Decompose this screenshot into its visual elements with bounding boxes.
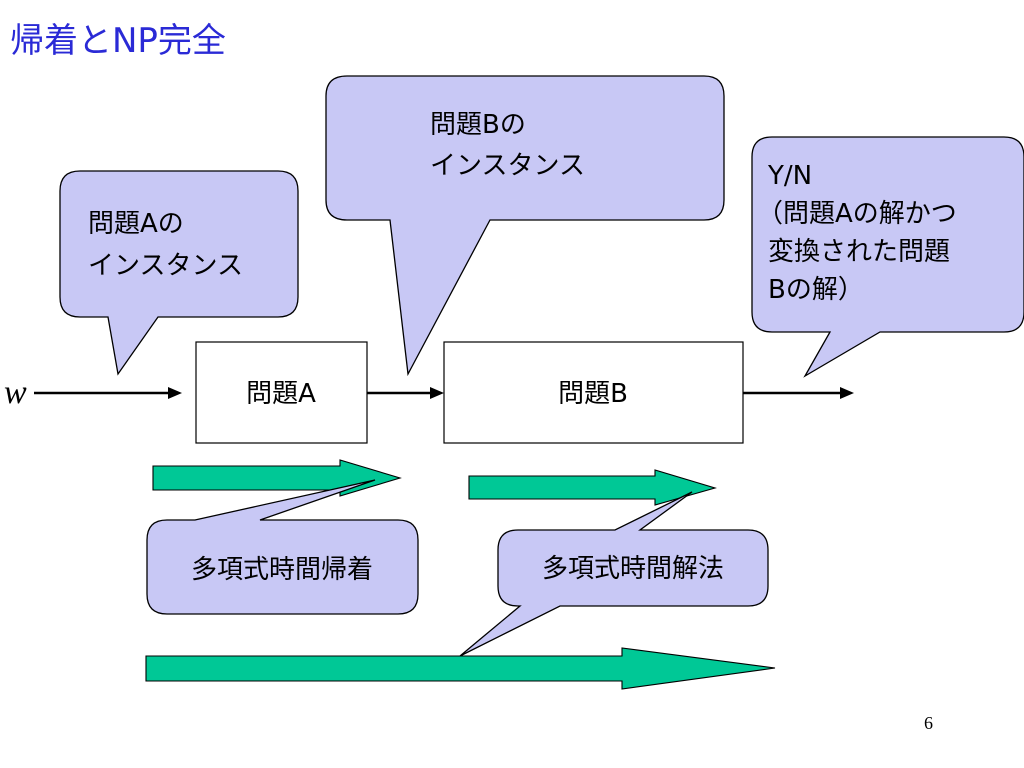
callout-instance-b-line-1: 問題Bの [430, 110, 526, 140]
callout-instance-a-shape [59, 170, 299, 376]
callout-poly-solution-shape [459, 491, 769, 657]
callout-poly-solution: 多項式時間解法 [459, 491, 769, 657]
callout-poly-reduction: 多項式時間帰着 [146, 479, 419, 615]
problem-b-box: 問題B [443, 341, 744, 444]
callout-instance-b-text: 問題Bの インスタンス [430, 110, 585, 181]
problem-a-label: 問題A [246, 379, 316, 409]
input-variable-w: w [4, 374, 27, 411]
callout-instance-b: 問題Bの インスタンス [325, 75, 725, 377]
callout-poly-solution-text: 多項式時間解法 [542, 554, 724, 584]
callout-instance-a-line-2: インスタンス [88, 251, 243, 281]
callout-poly-reduction-shape [146, 479, 419, 615]
page-number: 6 [924, 713, 933, 733]
callout-answer-text: Y/N （問題Aの解かつ 変換された問題 Bの解） [757, 161, 965, 305]
problem-b-label: 問題B [558, 379, 628, 409]
callout-answer-line-2: （問題Aの解かつ [757, 199, 957, 229]
callout-instance-a-text: 問題Aの インスタンス [88, 209, 243, 281]
flow-arrow-input [34, 387, 182, 399]
flow-arrow-output [743, 387, 854, 399]
callout-poly-reduction-text: 多項式時間帰着 [191, 555, 373, 585]
callout-answer: Y/N （問題Aの解かつ 変換された問題 Bの解） [751, 136, 1024, 378]
callout-answer-line-1: Y/N [767, 161, 812, 191]
reduction-time-arrow [152, 459, 402, 497]
slide-title: 帰着とNP完全 [10, 21, 226, 61]
problem-a-box: 問題A [195, 341, 368, 444]
callout-answer-line-3: 変換された問題 [768, 237, 950, 267]
total-time-arrow [145, 647, 776, 690]
callout-instance-a: 問題Aの インスタンス [59, 170, 299, 376]
callout-answer-shape [751, 136, 1024, 378]
callout-instance-b-shape [325, 75, 725, 377]
callout-instance-b-line-2: インスタンス [430, 151, 585, 181]
callout-instance-a-line-1: 問題Aの [88, 209, 184, 239]
callout-answer-line-4: Bの解） [768, 275, 864, 305]
flow-arrow-a-to-b [367, 387, 444, 399]
